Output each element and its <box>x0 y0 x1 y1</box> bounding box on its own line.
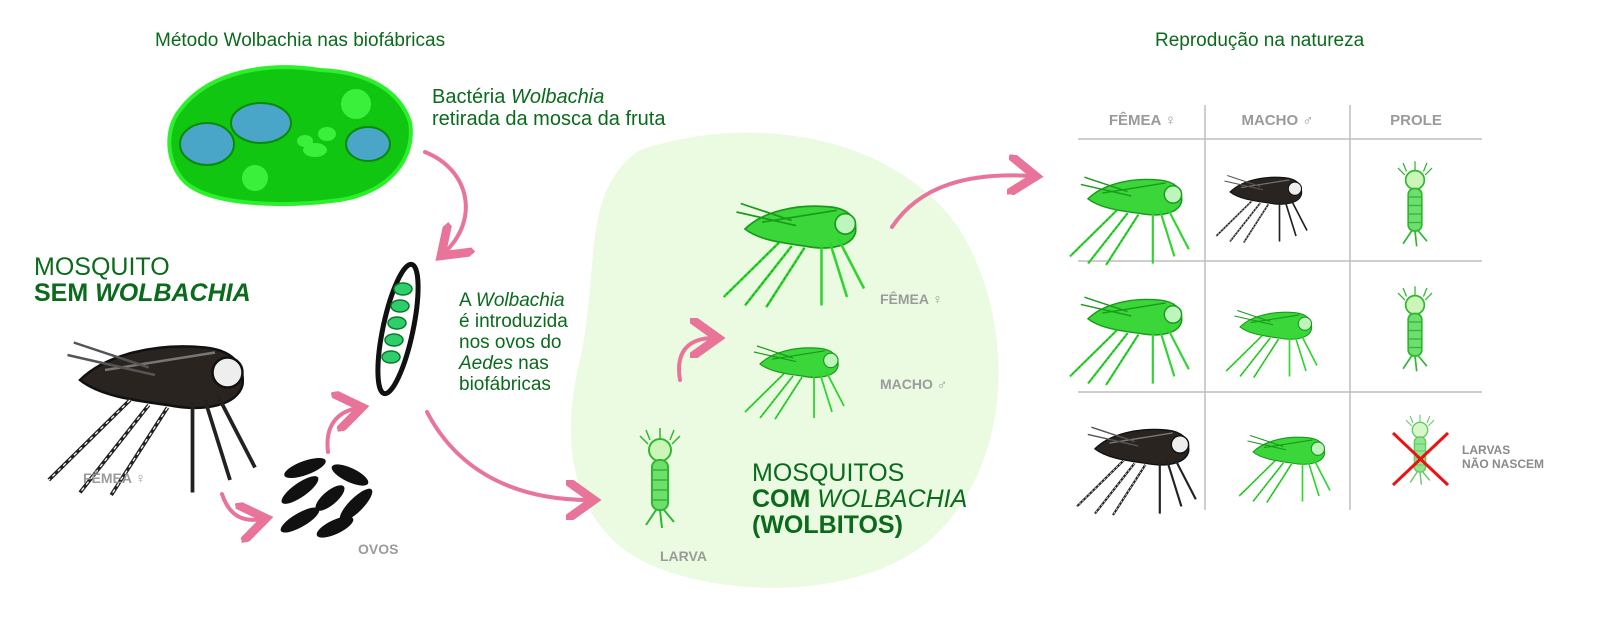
no-larva-line2: NÃO NASCEM <box>1462 457 1545 471</box>
fruit-fly-cell <box>167 65 413 206</box>
intro-l2: é introduzida <box>459 311 568 332</box>
bacteria-caption-line2: retirada da mosca da fruta <box>432 108 666 130</box>
arrow-cell-to-egg <box>423 150 466 253</box>
wild-female-mosquito <box>46 340 257 497</box>
infected-egg <box>375 261 421 397</box>
introduction-caption: A Wolbachia é introduzida nos ovos do Ae… <box>459 290 568 395</box>
no-larva-line1: LARVAS <box>1462 443 1511 457</box>
eggs-label: OVOS <box>358 541 399 557</box>
bacteria-caption: Bactéria Wolbachia retirada da mosca da … <box>432 86 665 130</box>
wolbitos-title: MOSQUITOS COM WOLBACHIA (WOLBITOS) <box>752 460 967 538</box>
arrow-mosquito-to-eggs <box>220 492 262 520</box>
arrow-to-nature <box>890 175 1032 229</box>
wild-female-label: FÊMEA ♀ <box>83 470 146 486</box>
right-title: Reprodução na natureza <box>1155 30 1365 51</box>
larva-label: LARVA <box>660 548 707 564</box>
wild-title-line1: MOSQUITO <box>34 253 170 281</box>
wolbitos-title-line3: (WOLBITOS) <box>752 511 903 539</box>
wild-title-italic: WOLBACHIA <box>95 279 251 307</box>
intro-l1-italic: Wolbachia <box>475 290 565 311</box>
wolbito-female-label: FÊMEA ♀ <box>880 291 943 307</box>
reproduction-grid <box>1078 105 1482 510</box>
grid-header-male: MACHO ♂ <box>1241 112 1314 129</box>
wolbitos-title-line1: MOSQUITOS <box>752 459 905 487</box>
bacteria-caption-italic: Wolbachia <box>510 86 605 108</box>
arrow-eggs-to-infected <box>325 408 358 454</box>
arrow-larva-to-adult <box>677 338 714 382</box>
left-title: Método Wolbachia nas biofábricas <box>155 30 446 51</box>
intro-l5: biofábricas <box>459 374 551 395</box>
wolbitos-title-bold: COM <box>752 485 818 513</box>
wild-mosquito-title: MOSQUITO SEM WOLBACHIA <box>34 254 251 306</box>
arrow-egg-to-larva <box>425 410 590 500</box>
wolbito-male-label: MACHO ♂ <box>880 376 948 392</box>
wolbitos-title-italic: WOLBACHIA <box>817 485 968 513</box>
eggs-cluster <box>280 458 373 538</box>
no-larva-label: LARVAS NÃO NASCEM <box>1462 443 1544 471</box>
intro-l3: nos ovos do <box>459 332 562 353</box>
intro-l1-pre: A <box>459 290 476 311</box>
grid-header-offspring: PROLE <box>1390 112 1442 129</box>
intro-l4-italic: Aedes <box>459 353 513 374</box>
wild-title-bold: SEM <box>34 279 96 307</box>
grid-header-female: FÊMEA ♀ <box>1108 112 1177 129</box>
no-larva-cross-icon <box>1391 431 1450 487</box>
intro-l4-post: nas <box>512 353 549 374</box>
bacteria-caption-pre: Bactéria <box>432 86 511 108</box>
